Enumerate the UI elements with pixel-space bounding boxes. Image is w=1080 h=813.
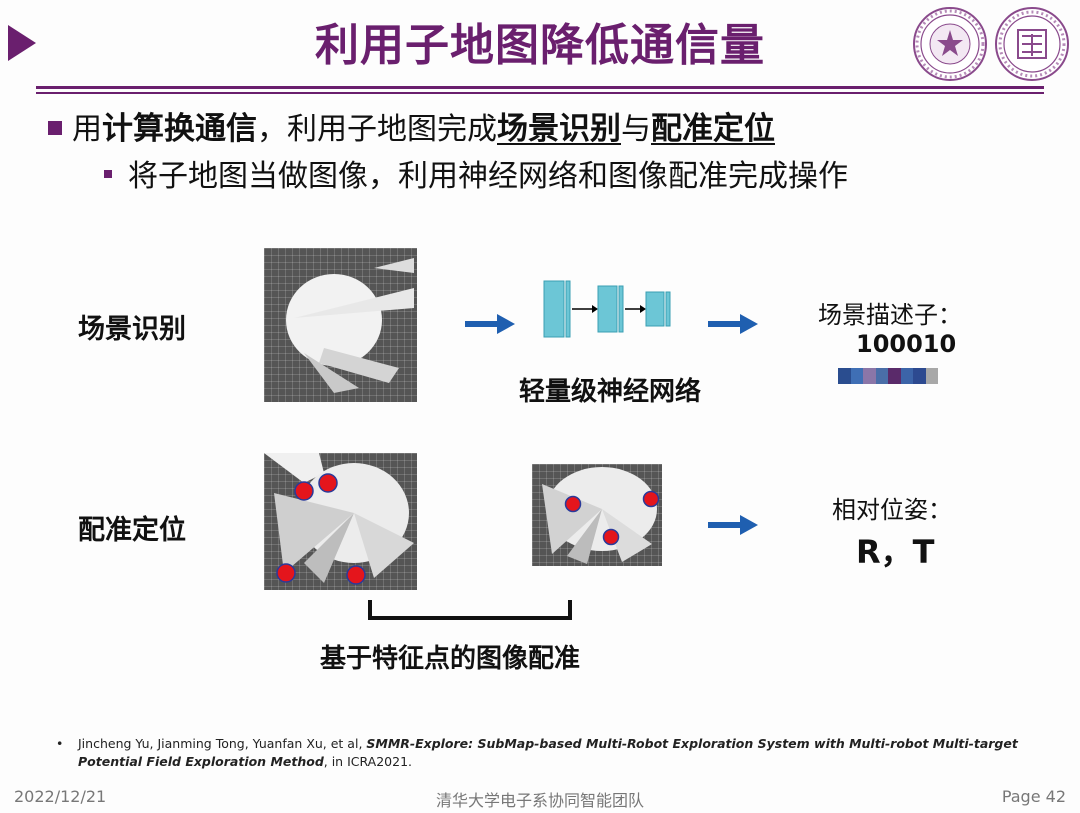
registration-label: 配准定位 [78, 515, 186, 546]
bullet-1-emphasis: 计算换通信 [102, 111, 257, 147]
reference-venue: , in ICRA2021. [323, 754, 413, 769]
reference-authors: Jincheng Yu, Jianming Tong, Yuanfan Xu, … [78, 736, 367, 751]
pose-label: 相对位姿： [832, 496, 952, 524]
submap-image-scene [264, 248, 417, 402]
reference-bullet: • [56, 736, 64, 751]
descriptor-swatch [900, 368, 913, 384]
footer-page-number: Page 42 [1001, 787, 1066, 806]
descriptor-swatch [913, 368, 926, 384]
registration-caption: 基于特征点的图像配准 [320, 644, 581, 674]
university-seal-logo [913, 7, 987, 81]
footer-date: 2022/12/21 [14, 787, 107, 806]
scene-recognition-label: 场景识别 [78, 314, 186, 345]
reference-title: SMMR-Explore: SubMap-based Multi-Robot E… [78, 736, 1018, 769]
submap-image-left [264, 453, 417, 590]
descriptor-label: 场景描述子： [818, 301, 962, 329]
feature-point [346, 565, 366, 585]
bullet-1-scene-recognition: 场景识别 [497, 111, 621, 147]
bullet-1-text-b: ，利用子地图完成 [257, 112, 497, 147]
bullet-1-registration: 配准定位 [651, 111, 775, 147]
bullet-2-text: 将子地图当做图像，利用神经网络和图像配准完成操作 [128, 159, 848, 194]
pose-value: R，T [856, 533, 935, 571]
footer-organization: 清华大学电子系协同智能团队 [435, 791, 644, 810]
descriptor-swatch [850, 368, 863, 384]
bullet-1-text-c: 与 [621, 112, 651, 147]
descriptor-swatch [863, 368, 876, 384]
neural-network-diagram [543, 280, 671, 338]
slide-title: 利用子地图降低通信量 [315, 20, 765, 71]
descriptor-swatch [925, 368, 938, 384]
feature-point [294, 481, 314, 501]
department-seal-logo [995, 7, 1069, 81]
bullet-1: 用计算换通信，利用子地图完成场景识别与配准定位 [48, 106, 775, 153]
descriptor-swatch [875, 368, 888, 384]
descriptor-value: 100010 [856, 330, 957, 358]
bullet-2: 将子地图当做图像，利用神经网络和图像配准完成操作 [104, 154, 848, 200]
sub-bullet-square-icon [104, 169, 112, 178]
arrow-right-icon [465, 314, 515, 334]
title-rule-thin [36, 92, 1044, 94]
title-marker-icon [8, 25, 36, 61]
arrow-right-icon [708, 515, 758, 535]
feature-point [564, 495, 582, 513]
descriptor-swatch [888, 368, 901, 384]
network-caption: 轻量级神经网络 [519, 377, 702, 407]
descriptor-color-bar [838, 368, 938, 384]
bracket-connector [368, 600, 572, 620]
arrow-right-icon [708, 314, 758, 334]
submap-image-right [532, 464, 662, 566]
feature-point [318, 473, 338, 493]
title-rule [36, 86, 1044, 89]
descriptor-swatch [838, 368, 851, 384]
feature-point [276, 563, 296, 583]
bullet-square-icon [48, 120, 62, 135]
bullet-1-text-a: 用 [72, 112, 102, 147]
feature-point [602, 528, 620, 546]
feature-point [642, 490, 660, 508]
